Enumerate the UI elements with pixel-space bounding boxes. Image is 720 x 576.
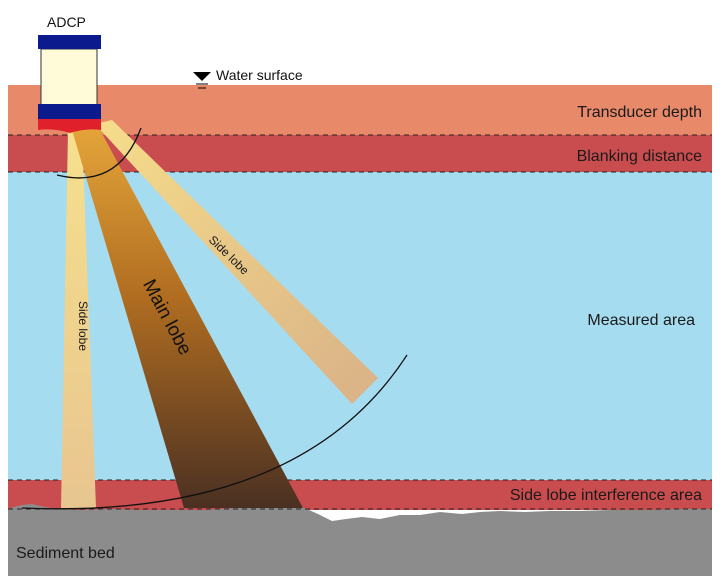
transducer-bottom-cap — [38, 104, 101, 119]
sediment-bed-label: Sediment bed — [16, 545, 115, 562]
adcp-label: ADCP — [47, 14, 86, 30]
transducer-depth-band — [8, 85, 712, 135]
range-arcs — [21, 127, 408, 510]
transducer-face — [38, 119, 101, 133]
blanking-arc — [56, 127, 142, 179]
transducer-body — [40, 48, 98, 106]
main-lobe-beam — [72, 126, 303, 508]
transducer-top-cap — [38, 35, 101, 49]
sediment-bed — [8, 503, 712, 576]
adcp-transducer — [38, 35, 101, 133]
side-lobe-left-beam — [61, 130, 96, 508]
side-lobe-left-label: Side lobe — [76, 301, 90, 351]
interference-band — [8, 480, 712, 510]
side-lobe-right-beam — [95, 120, 378, 404]
interference-area-label: Side lobe interference area — [510, 487, 702, 504]
water-surface-icon — [193, 72, 211, 89]
transducer-depth-label: Transducer depth — [577, 104, 702, 121]
range-arc — [21, 354, 408, 510]
water-surface-label: Water surface — [216, 67, 303, 83]
blanking-distance-label: Blanking distance — [577, 148, 703, 165]
measured-area-label: Measured area — [587, 312, 695, 329]
